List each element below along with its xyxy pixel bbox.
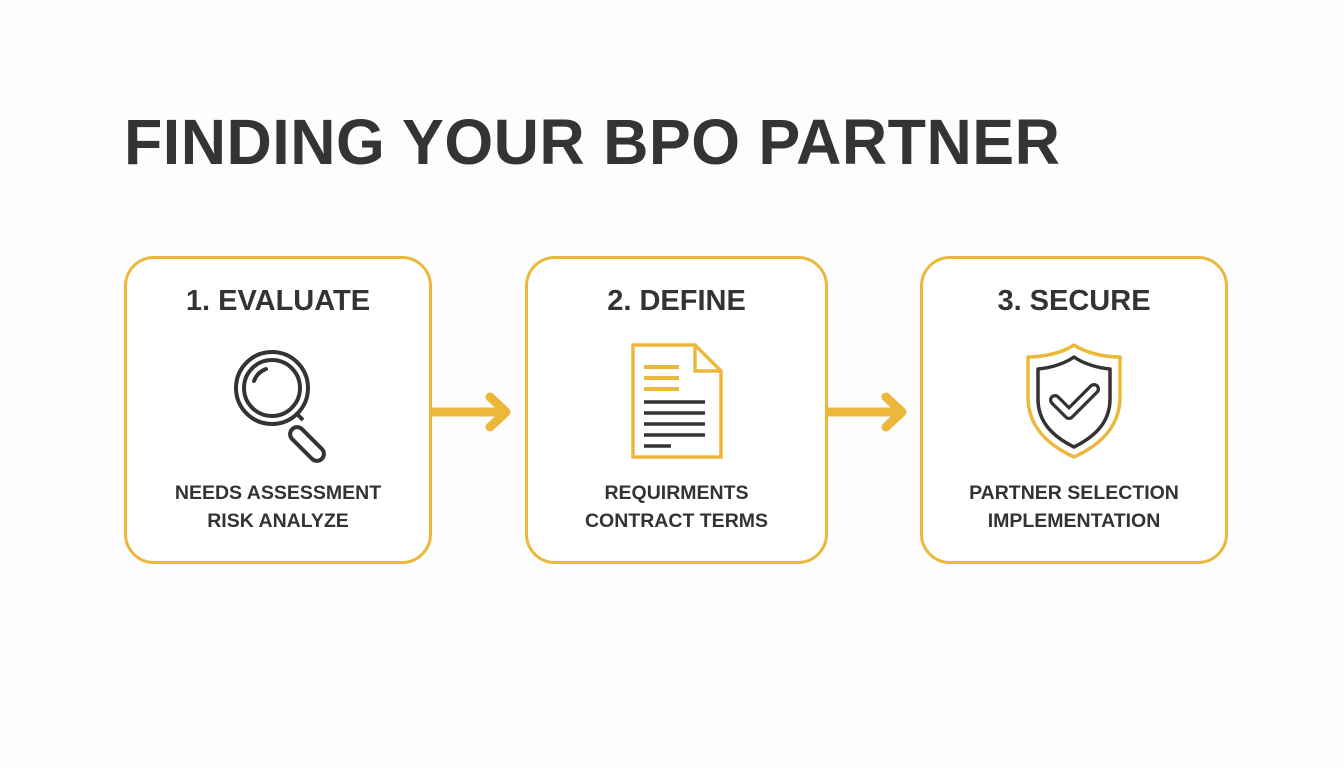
step-description: NEEDS ASSESSMENT RISK ANALYZE xyxy=(127,479,429,535)
step-heading: 2. DEFINE xyxy=(607,285,746,317)
arrow-right-icon xyxy=(826,392,910,432)
step-description-line: NEEDS ASSESSMENT xyxy=(174,482,382,504)
step-description-line: RISK ANALYZE xyxy=(207,510,349,532)
step-card-evaluate: 1. EVALUATE NEEDS ASSESSMENT RISK ANALYZ… xyxy=(124,256,432,564)
step-card-define: 2. DEFINE REQUIRMENTS CONTRACT TERMS xyxy=(525,256,828,564)
step-description-line: PARTNER SELECTION xyxy=(969,482,1179,504)
step-heading: 3. SECURE xyxy=(997,285,1151,317)
step-description: PARTNER SELECTION IMPLEMENTATION xyxy=(923,479,1225,535)
step-description-line: REQUIRMENTS xyxy=(604,482,749,504)
step-card-secure: 3. SECURE PARTNER SELECTION IMPLEMENTATI… xyxy=(920,256,1228,564)
step-description-line: IMPLEMENTATION xyxy=(987,510,1161,532)
document-icon xyxy=(630,343,723,459)
step-heading: 1. EVALUATE xyxy=(185,285,371,317)
shield-check-icon xyxy=(1024,341,1124,461)
step-description-line: CONTRACT TERMS xyxy=(584,510,769,532)
step-description: REQUIRMENTS CONTRACT TERMS xyxy=(528,479,825,535)
magnifying-glass-icon xyxy=(218,343,338,463)
page-title: FINDING YOUR BPO PARTNER xyxy=(124,106,1061,178)
arrow-right-icon xyxy=(430,392,514,432)
